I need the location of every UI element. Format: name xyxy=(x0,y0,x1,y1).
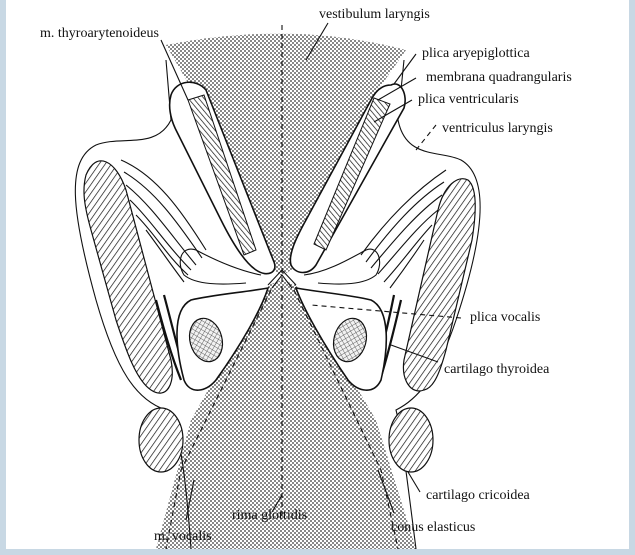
larynx-cross-section-diagram: vestibulum laryngis m. thyroarytenoideus… xyxy=(6,0,629,549)
thyroid-cartilage-left xyxy=(84,161,172,393)
label-membrana-quadrangularis: membrana quadrangularis xyxy=(426,70,572,85)
label-cartilago-thyroidea: cartilago thyroidea xyxy=(444,362,550,377)
label-m-vocalis: m. vocalis xyxy=(154,529,212,544)
label-rima-glottidis: rima glottidis xyxy=(232,508,307,523)
label-ventriculus-laryngis: ventriculus laryngis xyxy=(442,121,553,136)
label-plica-vocalis: plica vocalis xyxy=(470,310,540,325)
thyroid-cartilage-right xyxy=(403,179,475,391)
label-vestibulum-laryngis: vestibulum laryngis xyxy=(319,7,430,22)
label-conus-elasticus: conus elasticus xyxy=(391,520,475,535)
cricoid-cartilage-left xyxy=(139,408,183,472)
cricoid-cartilage-right xyxy=(389,408,433,472)
label-plica-ventricularis: plica ventricularis xyxy=(418,92,519,107)
label-plica-aryepiglottica: plica aryepiglottica xyxy=(422,46,530,61)
label-cartilago-cricoidea: cartilago cricoidea xyxy=(426,488,531,503)
label-m-thyroarytenoideus: m. thyroarytenoideus xyxy=(40,26,159,41)
